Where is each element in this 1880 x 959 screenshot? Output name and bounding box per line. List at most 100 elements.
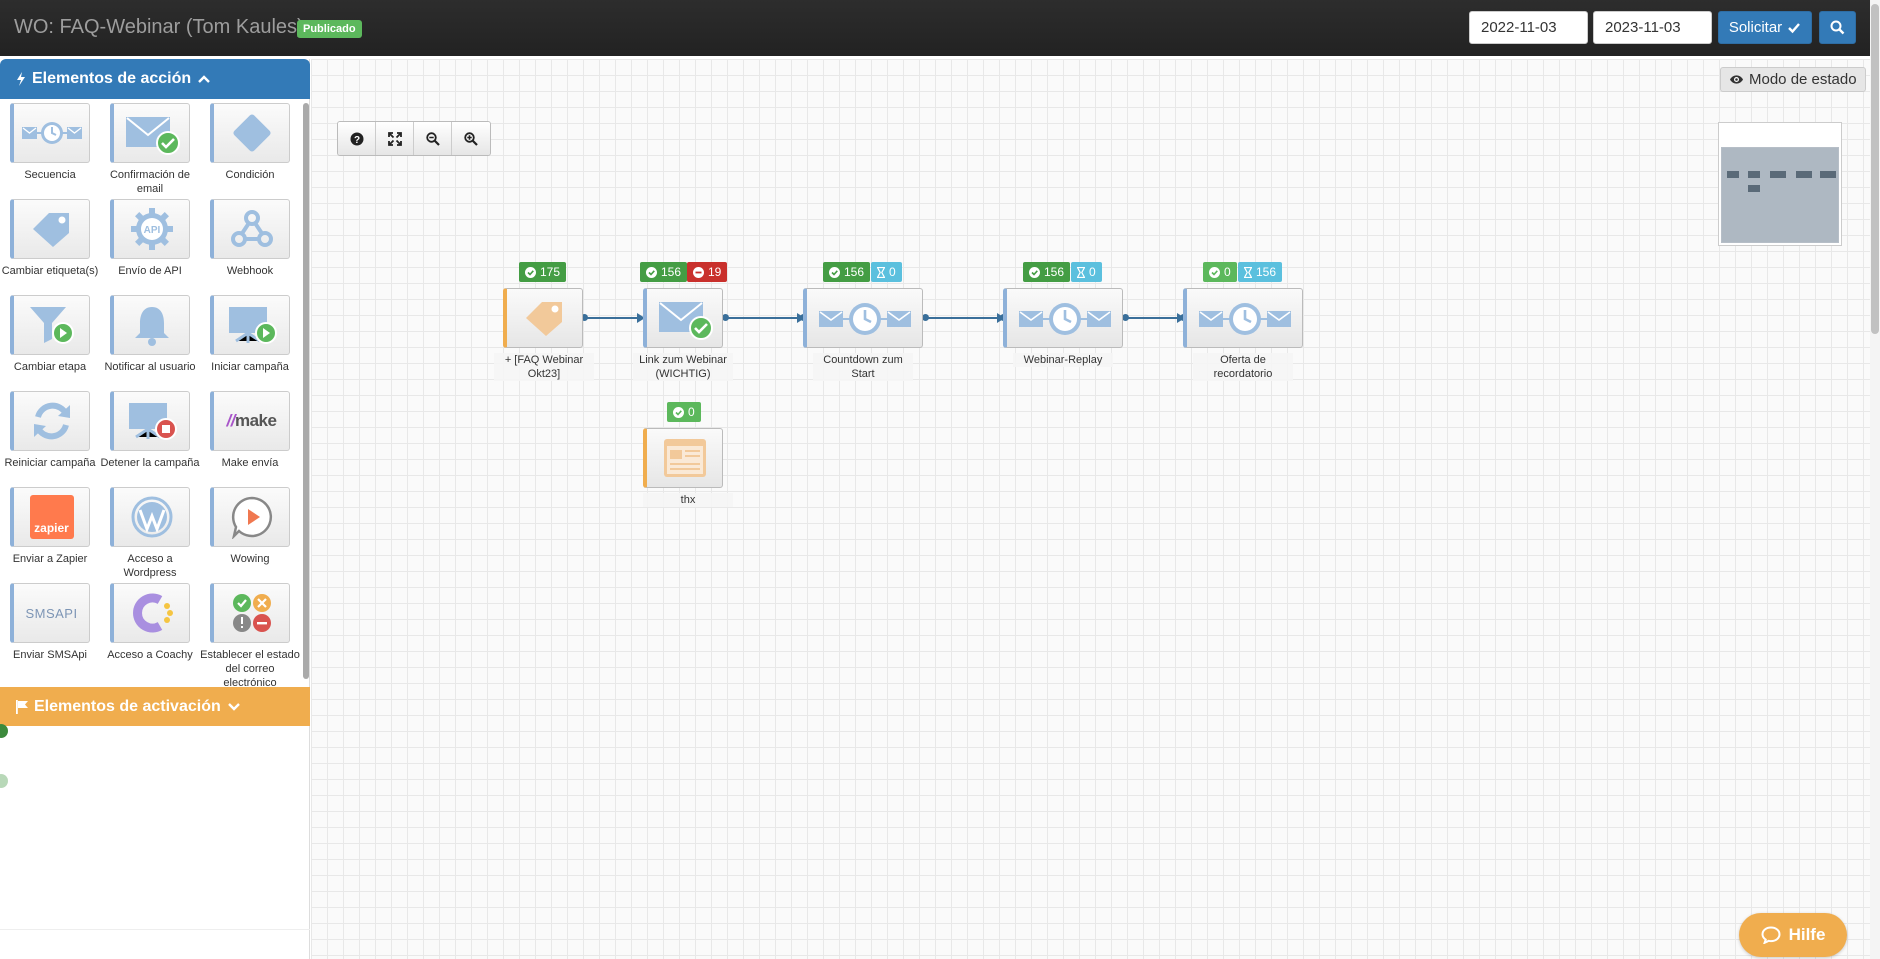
action-item-notify-user[interactable]: Notificar al usuario [100,295,200,374]
zapier-logo-icon: zapier [29,495,74,539]
action-item-label: Wowing [230,553,270,565]
action-tile[interactable] [110,391,190,451]
action-tile[interactable] [10,199,90,259]
date-to-input[interactable] [1593,11,1712,44]
action-elements-grid: Secuencia Confirmación de email Condició… [0,103,302,688]
action-tile[interactable] [210,487,290,547]
action-item-change-stage[interactable]: Cambiar etapa [0,295,100,374]
page-scrollbar[interactable] [1870,0,1880,959]
trigger-elements-header[interactable]: Elementos de activación [0,687,310,726]
action-item-sequence[interactable]: Secuencia [0,103,100,182]
apply-button[interactable]: Solicitar [1718,11,1812,44]
minimap-node [1727,171,1739,178]
action-tile[interactable] [210,295,290,355]
action-tile[interactable]: API [110,199,190,259]
action-item-email-status[interactable]: Establecer el estado del correo electrón… [200,583,300,688]
fit-screen-icon [387,131,402,146]
action-item-webhook[interactable]: Webhook [200,199,300,278]
action-tile[interactable] [110,583,190,643]
help-icon: ? [350,132,363,146]
action-tile[interactable] [10,103,90,163]
action-item-label: Enviar SMSApi [13,649,87,661]
sidebar-scrollbar-thumb[interactable] [303,103,309,679]
action-item-change-tags[interactable]: Cambiar etiqueta(s) [0,199,100,278]
action-item-label: Iniciar campaña [211,361,289,373]
help-chat-button[interactable]: Hilfe [1739,913,1847,957]
minus-circle-icon [693,266,704,278]
action-tile[interactable] [10,391,90,451]
node-output-port[interactable] [1122,314,1129,321]
stat-waiting: 156 [1238,262,1283,282]
stat-value: 175 [540,265,561,279]
check-icon [1788,22,1801,33]
workflow-canvas[interactable] [311,59,1870,959]
action-tile[interactable]: //make [210,391,290,451]
action-item-api[interactable]: API Envío de API [100,199,200,278]
node-output-port[interactable] [722,314,729,321]
workflow-node-sequence[interactable] [1183,288,1303,348]
action-elements-title: Elementos de acción [32,70,192,87]
smsapi-logo-icon: SMSAPI [25,605,78,621]
action-item-start-campaign[interactable]: Iniciar campaña [200,295,300,374]
action-tile[interactable] [210,583,290,643]
action-tile[interactable] [210,199,290,259]
divider [0,929,310,930]
minimap[interactable] [1718,122,1842,246]
workflow-node-tag[interactable] [503,288,583,348]
action-item-label: Acceso a Coachy [107,649,193,661]
workflow-node-sequence[interactable] [803,288,923,348]
minimap-node [1748,185,1760,192]
action-tile[interactable]: SMSAPI [10,583,90,643]
workflow-node-sequence[interactable] [1003,288,1123,348]
action-tile[interactable] [10,295,90,355]
node-output-port[interactable] [581,314,588,321]
action-item-smsapi[interactable]: SMSAPI Enviar SMSApi [0,583,100,662]
stat-value: 156 [844,265,865,279]
node-output-port[interactable] [922,314,929,321]
stat-success: 0 [667,402,701,422]
action-tile[interactable] [110,295,190,355]
workflow-node-email[interactable] [643,288,723,348]
sidebar-scrollbar[interactable] [302,101,310,681]
search-button[interactable] [1819,11,1856,44]
action-item-zapier[interactable]: zapier Enviar a Zapier [0,487,100,566]
action-tile[interactable] [110,103,190,163]
action-tile[interactable]: zapier [10,487,90,547]
workflow-node-landing-page[interactable] [643,428,723,488]
action-item-label: Enviar a Zapier [12,553,88,565]
restart-icon [33,402,70,440]
minimap-viewport[interactable] [1721,147,1839,243]
action-item-email-confirm[interactable]: Confirmación de email [100,103,200,196]
funnel-icon [29,307,74,344]
wordpress-icon [131,496,172,538]
check-circle-icon [673,406,684,418]
action-item-stop-campaign[interactable]: Detener la campaña [100,391,200,470]
make-logo-text: make [234,411,277,430]
connector-line [587,317,641,319]
action-item-condition[interactable]: Condición [200,103,300,182]
check-circle-icon [646,266,657,278]
action-elements-header[interactable]: Elementos de acción [0,59,310,99]
action-item-make[interactable]: //make Make envía [200,391,300,470]
page-scrollbar-thumb[interactable] [1871,4,1879,334]
coachy-icon [132,593,173,633]
action-item-coachy[interactable]: Acceso a Coachy [100,583,200,662]
date-from-input[interactable] [1469,11,1588,44]
minimap-node [1770,171,1786,178]
action-item-restart-campaign[interactable]: Reiniciar campaña [0,391,100,470]
action-item-wowing[interactable]: Wowing [200,487,300,566]
fit-screen-button[interactable] [376,122,414,155]
status-mode-button[interactable]: Modo de estado [1720,67,1866,92]
action-tile[interactable] [110,487,190,547]
zoom-in-button[interactable] [452,122,490,155]
zoom-in-icon [464,131,478,146]
action-item-wordpress[interactable]: Acceso a Wordpress [100,487,200,580]
action-item-label: Reiniciar campaña [4,457,96,469]
help-button[interactable]: ? [338,122,376,155]
trigger-dot [0,724,8,738]
minimap-node [1796,171,1812,178]
zoom-out-button[interactable] [414,122,452,155]
action-tile[interactable] [210,103,290,163]
node-label: Countdown zum Start [813,353,913,381]
tag-icon [32,213,69,247]
